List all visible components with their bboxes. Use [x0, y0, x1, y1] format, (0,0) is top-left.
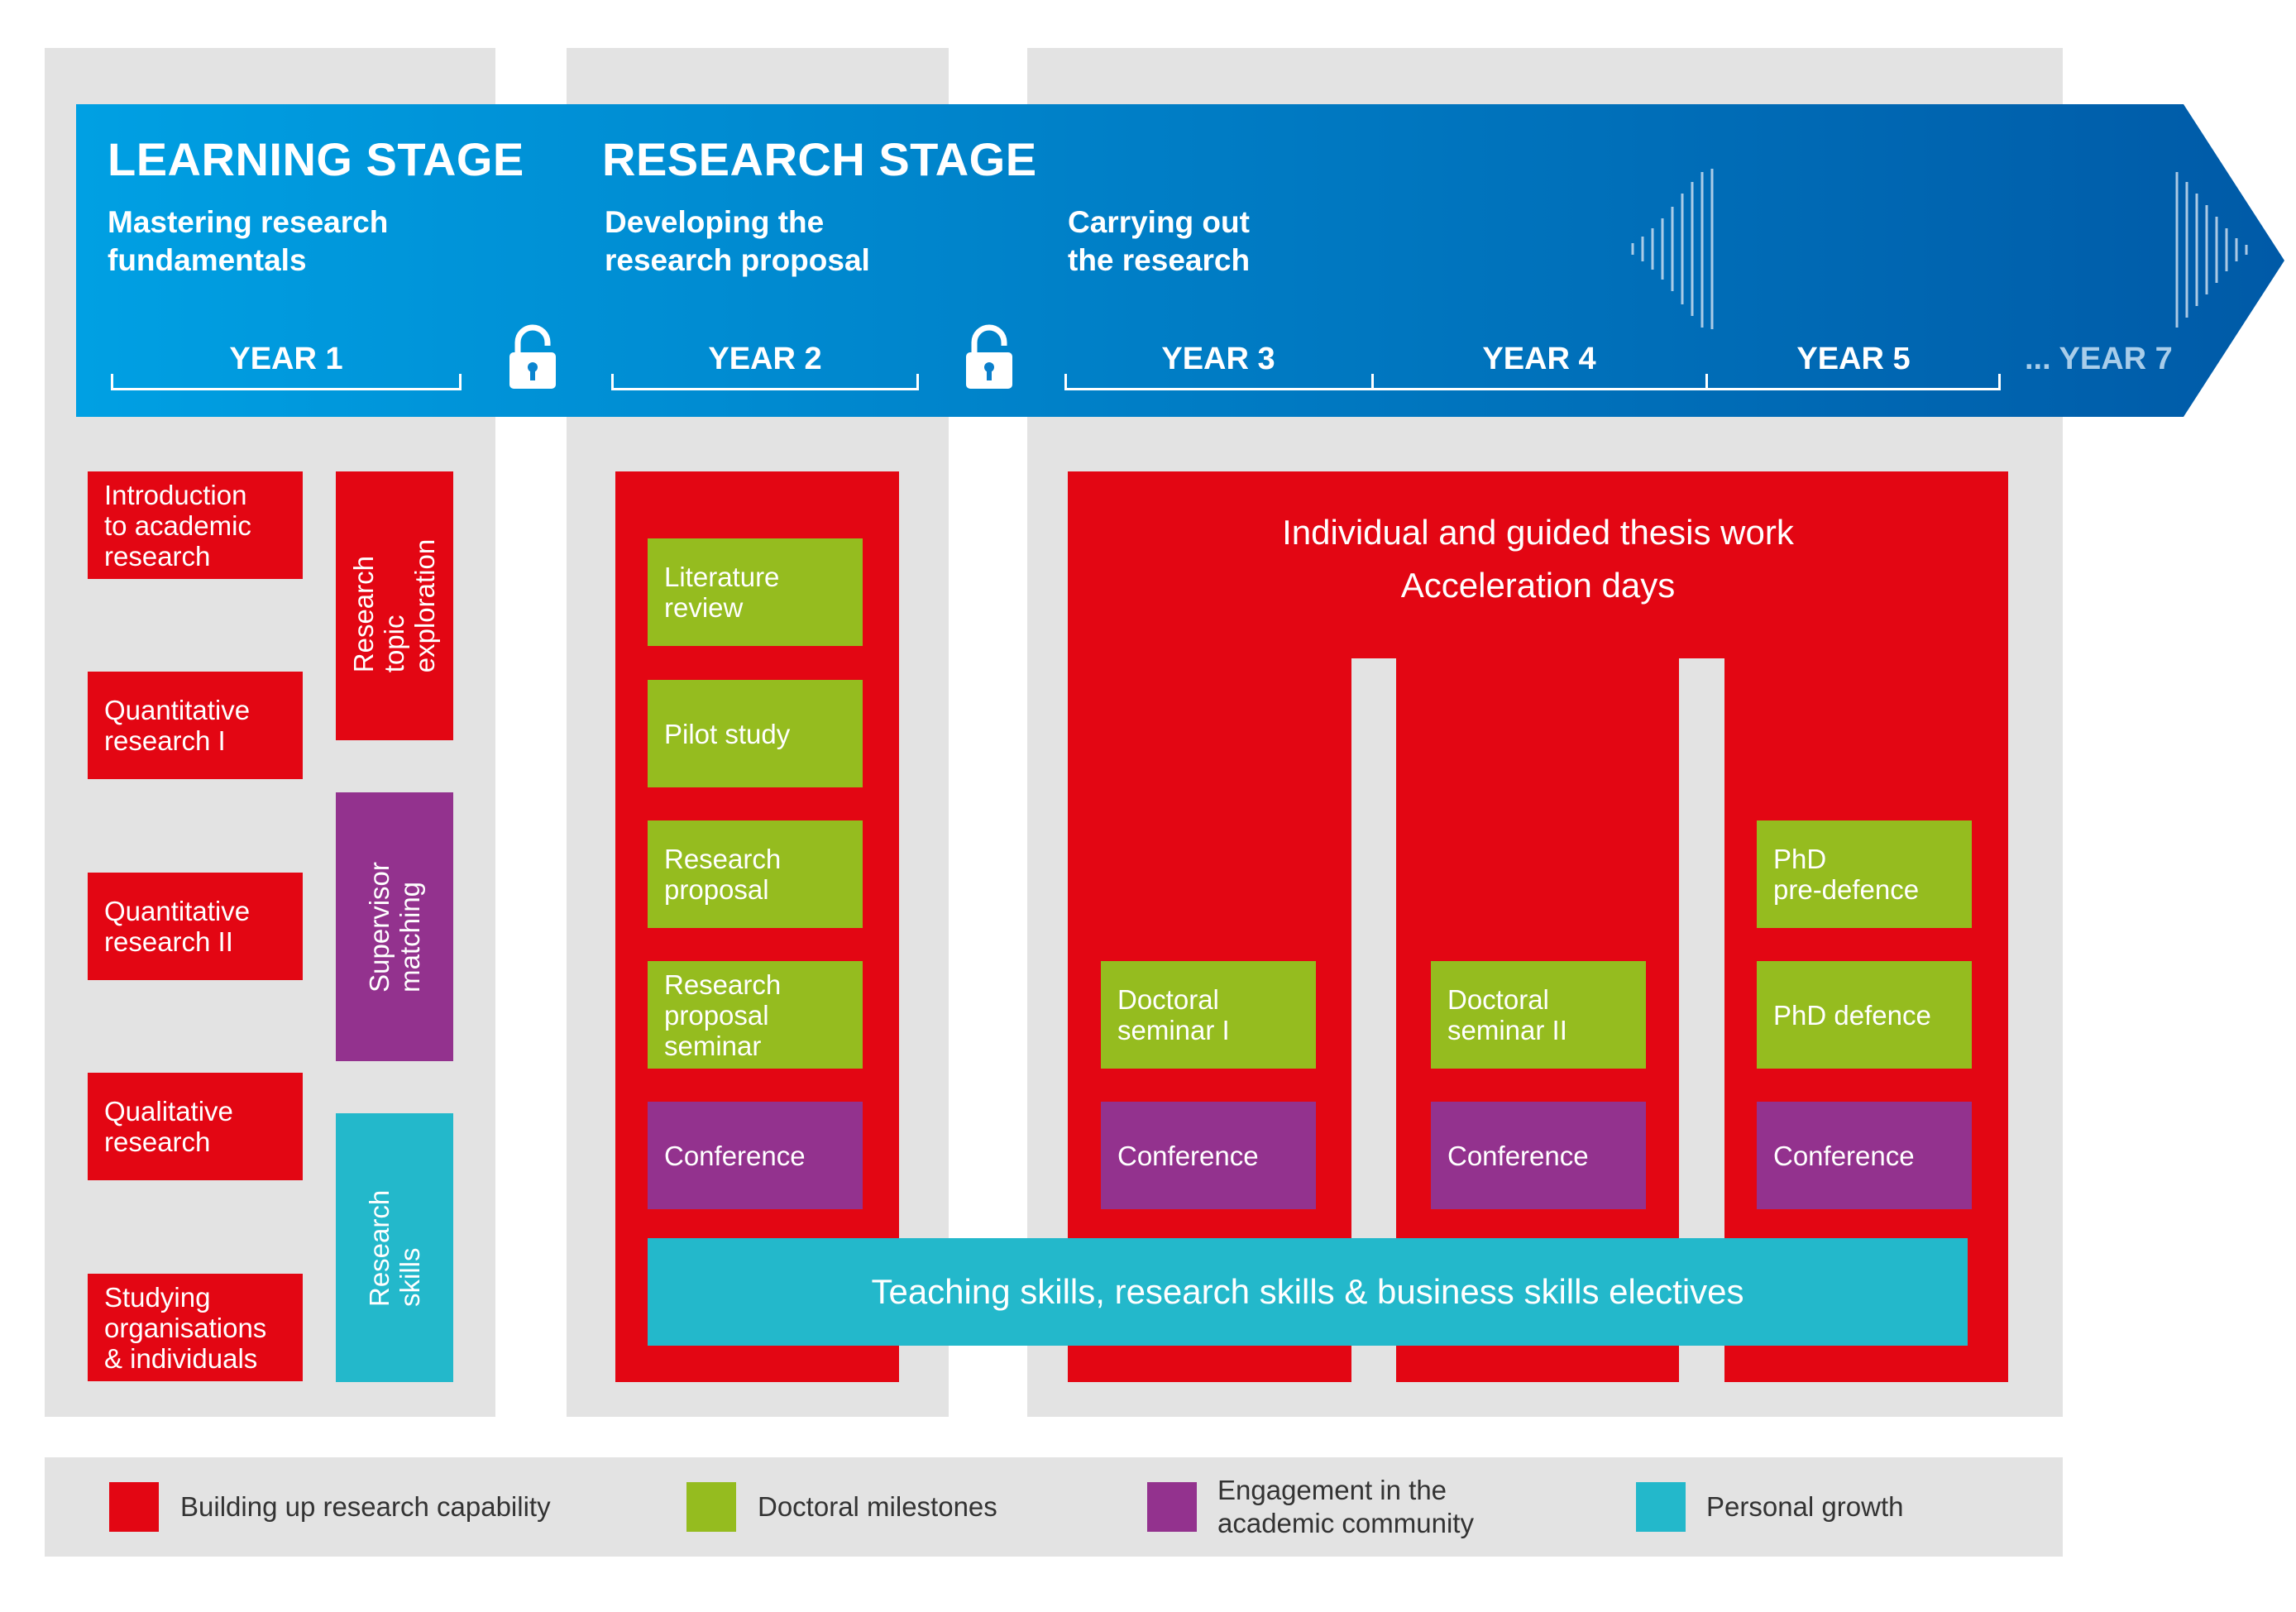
supervisor-matching: Supervisor matching [336, 792, 453, 1061]
milestone-pilot-study: Pilot study [648, 680, 863, 787]
year-2-conference: Conference [648, 1102, 863, 1209]
milestone-phd-pre-defence: PhD pre-defence [1757, 820, 1972, 928]
sound-wave-icon [2175, 172, 2248, 328]
milestone-literature-review: Literature review [648, 538, 863, 646]
lock-icon [966, 324, 1012, 389]
milestone-research-proposal: Research proposal [648, 820, 863, 928]
year-4-label: YEAR 4 [1482, 342, 1596, 376]
thesis-work-top [1068, 471, 2008, 658]
legend-label-personal-growth: Personal growth [1706, 1491, 1904, 1522]
year-7-label: ... YEAR 7 [2025, 342, 2173, 376]
year-1-bracket [111, 374, 462, 390]
course-quantitative-research-2: Quantitative research II [88, 873, 303, 980]
course-qualitative-research: Qualitative research [88, 1073, 303, 1180]
milestone-doctoral-seminar-1: Doctoral seminar I [1101, 961, 1316, 1069]
developing-subtitle: Developing the research proposal [605, 205, 870, 277]
timeline-arrow [76, 104, 2284, 417]
electives-label: Teaching skills, research skills & busin… [871, 1272, 1744, 1311]
year-4-conference: Conference [1431, 1102, 1646, 1209]
thesis-work-label: Individual and guided thesis work [1282, 513, 1794, 552]
carrying-out-subtitle: Carrying out the research [1068, 205, 1251, 277]
research-skills: Research skills [336, 1113, 453, 1382]
year-5-conference: Conference [1757, 1102, 1972, 1209]
year-5-label: YEAR 5 [1796, 342, 1911, 376]
sound-wave-icon [1631, 169, 1714, 329]
research-topic-exploration-label: Research topic exploration [348, 538, 441, 673]
legend-label-research-capability: Building up research capability [180, 1491, 551, 1522]
year-4-5-divider [1705, 374, 1708, 390]
course-studying-organisations: Studying organisations & individuals [88, 1274, 303, 1381]
research-skills-label: Research skills [364, 1189, 425, 1307]
learning-stage-title: LEARNING STAGE [108, 133, 524, 185]
legend-swatch-red [109, 1482, 159, 1532]
legend-label-milestones: Doctoral milestones [758, 1491, 997, 1522]
year-3-4-divider [1371, 374, 1374, 390]
course-intro-academic-research: Introduction to academic research [88, 471, 303, 579]
legend-swatch-green [686, 1482, 736, 1532]
legend-panel [45, 1457, 2063, 1557]
year-3-conference: Conference [1101, 1102, 1316, 1209]
course-quantitative-research-1: Quantitative research I [88, 672, 303, 779]
year-3-label: YEAR 3 [1161, 342, 1275, 376]
lock-icon [509, 324, 556, 389]
legend-swatch-purple [1147, 1482, 1197, 1532]
electives-bar: Teaching skills, research skills & busin… [648, 1238, 1968, 1346]
supervisor-matching-label: Supervisor matching [364, 861, 426, 993]
milestone-phd-defence: PhD defence [1757, 961, 1972, 1069]
year-2-bracket [611, 374, 919, 390]
learning-stage-subtitle: Mastering research fundamentals [108, 205, 389, 277]
milestone-research-proposal-seminar: Research proposal seminar [648, 961, 863, 1069]
research-stage-title: RESEARCH STAGE [602, 133, 1037, 185]
legend-swatch-teal [1636, 1482, 1686, 1532]
research-topic-exploration: Research topic exploration [336, 471, 453, 740]
milestone-doctoral-seminar-2: Doctoral seminar II [1431, 961, 1646, 1069]
acceleration-days-label: Acceleration days [1400, 566, 1676, 605]
year-2-label: YEAR 2 [708, 342, 822, 376]
legend-label-engagement: Engagement in the academic community [1217, 1475, 1474, 1538]
year-1-label: YEAR 1 [229, 342, 343, 376]
year-3-5-bracket [1064, 374, 2001, 390]
